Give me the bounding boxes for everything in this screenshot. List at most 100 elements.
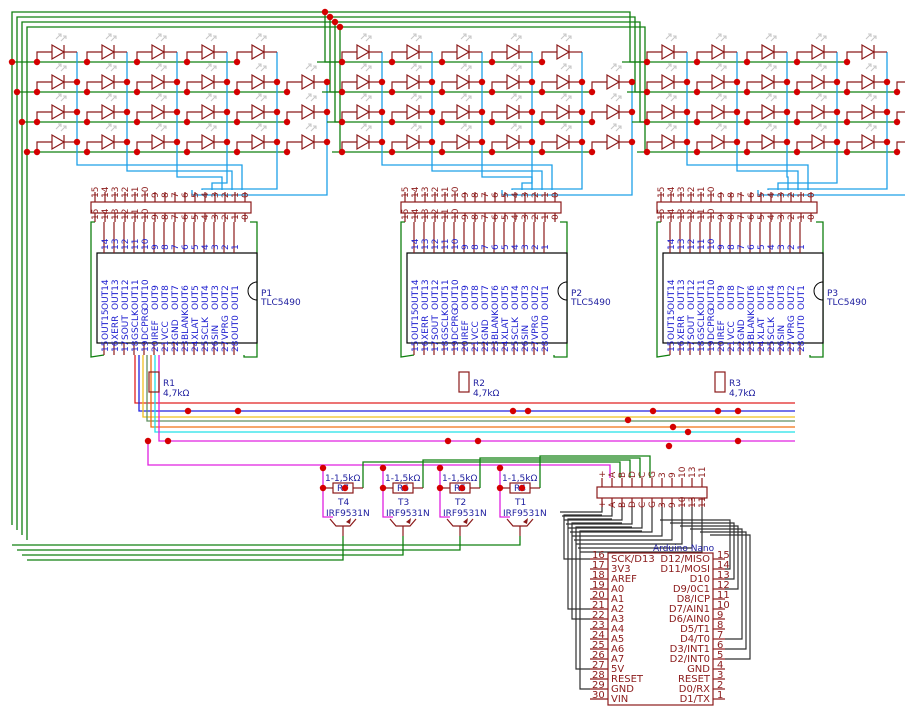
pin-name: XERR bbox=[111, 316, 121, 340]
arduino-pin-name: SCK/D13 bbox=[611, 554, 655, 565]
led bbox=[646, 63, 687, 92]
chip-body bbox=[96, 252, 258, 344]
led-lead bbox=[186, 81, 202, 92]
led bbox=[286, 123, 327, 152]
connector-pin-label: 3 bbox=[658, 472, 668, 478]
light-arrow-icon bbox=[765, 93, 777, 102]
transistor-ref: T3 bbox=[397, 498, 409, 508]
led-icon bbox=[711, 43, 726, 61]
mosfet-icon bbox=[389, 518, 417, 536]
led-lead bbox=[86, 51, 102, 62]
junction-dot bbox=[628, 108, 636, 116]
junction-dot bbox=[743, 58, 751, 66]
pin-name: OUT12 bbox=[687, 279, 697, 310]
junction-dot bbox=[714, 407, 722, 415]
pin-number: 2 bbox=[531, 244, 541, 250]
nano-wire bbox=[567, 518, 612, 610]
led bbox=[846, 123, 887, 152]
pin-name: OUT11 bbox=[131, 279, 141, 310]
header-pin-num: 12 bbox=[121, 209, 131, 220]
arduino-pin-name: D6/AIN0 bbox=[669, 614, 710, 625]
led-lead bbox=[846, 51, 862, 62]
header-pin-num: 9 bbox=[461, 192, 471, 198]
light-arrow-icon bbox=[665, 123, 677, 132]
transistor-drivers: 1-1,5kΩR7T4IRF9531N1-1,5kΩR6T3IRF9531N1-… bbox=[323, 474, 547, 536]
arduino-pin-num: 14 bbox=[717, 560, 730, 571]
junction-dot bbox=[133, 88, 141, 96]
header-pin-num: 13 bbox=[421, 187, 431, 198]
led bbox=[846, 63, 887, 92]
led-icon bbox=[356, 103, 371, 121]
arduino-pin-name: RESET bbox=[611, 674, 644, 685]
header-pin-num: 15 bbox=[657, 187, 667, 198]
header-pin-num: 8 bbox=[161, 192, 171, 198]
arduino-pin-name: A3 bbox=[611, 614, 624, 625]
junction-dot bbox=[488, 58, 496, 66]
led bbox=[236, 93, 277, 122]
pin-name: OUT14 bbox=[667, 279, 677, 310]
led-lead bbox=[391, 51, 407, 62]
arduino-pin-name: D11/MOSI bbox=[660, 564, 710, 575]
junction-dot bbox=[578, 108, 586, 116]
junction-dot bbox=[528, 78, 536, 86]
pin-number: 1 bbox=[797, 244, 807, 250]
signal-bus bbox=[134, 355, 795, 404]
pin-name: SIN bbox=[211, 325, 221, 340]
junction-dot bbox=[538, 118, 546, 126]
arduino-pin-name: 3V3 bbox=[611, 564, 631, 575]
pin-name: OUT13 bbox=[677, 279, 687, 310]
header-pin-num: 6 bbox=[181, 214, 191, 220]
pin-name: GSCLK bbox=[441, 309, 451, 340]
pin-number: 9 bbox=[461, 244, 471, 250]
junction-dot bbox=[733, 108, 741, 116]
gate-wire bbox=[322, 468, 333, 518]
light-arrow-icon bbox=[410, 93, 422, 102]
led bbox=[236, 33, 277, 62]
pin-number: 4 bbox=[767, 244, 777, 250]
junction-dot bbox=[833, 108, 841, 116]
light-arrow-icon bbox=[360, 123, 372, 132]
led-lead bbox=[591, 141, 607, 152]
led-lead bbox=[696, 51, 712, 62]
connector-pin-label: C bbox=[638, 472, 648, 478]
junction-dot bbox=[438, 148, 446, 156]
led bbox=[136, 33, 177, 62]
led-icon bbox=[251, 103, 266, 121]
header-pin-num: 13 bbox=[677, 209, 687, 220]
junction-dot bbox=[883, 138, 891, 146]
junction-dot bbox=[133, 118, 141, 126]
arduino-pin-num: 1 bbox=[717, 690, 723, 701]
light-arrow-icon bbox=[560, 93, 572, 102]
led-lead bbox=[341, 51, 357, 62]
pin-number: 3 bbox=[521, 244, 531, 250]
led bbox=[846, 93, 887, 122]
led bbox=[441, 123, 482, 152]
pin-number: 25 bbox=[511, 341, 521, 352]
junction-dot bbox=[893, 148, 901, 156]
led-icon bbox=[811, 73, 826, 91]
header-pin-num: 15 bbox=[401, 187, 411, 198]
pin-name: XERR bbox=[677, 316, 687, 340]
led bbox=[186, 123, 227, 152]
junction-dot bbox=[323, 138, 331, 146]
led-lead bbox=[391, 141, 407, 152]
led-lead bbox=[391, 111, 407, 122]
arduino-pin-name: AREF bbox=[611, 574, 637, 585]
junction-dot bbox=[326, 13, 334, 21]
pin-number: 13 bbox=[111, 239, 121, 250]
connector-pin-label: A bbox=[608, 501, 618, 508]
pin-name: XLAT bbox=[191, 317, 201, 340]
connector-pin-label: 11 bbox=[698, 467, 708, 478]
junction-dot bbox=[628, 78, 636, 86]
led bbox=[796, 93, 837, 122]
arduino-pin-num: 11 bbox=[717, 590, 730, 601]
arduino-pin-num: 13 bbox=[717, 570, 730, 581]
light-arrow-icon bbox=[715, 123, 727, 132]
arduino-pin-num: 7 bbox=[717, 630, 723, 641]
junction-dot bbox=[338, 58, 346, 66]
led-lead bbox=[341, 81, 357, 92]
light-arrow-icon bbox=[105, 33, 117, 42]
pin-number: 16 bbox=[421, 340, 431, 352]
light-arrow-icon bbox=[510, 123, 522, 132]
pin-number: 6 bbox=[491, 244, 501, 250]
